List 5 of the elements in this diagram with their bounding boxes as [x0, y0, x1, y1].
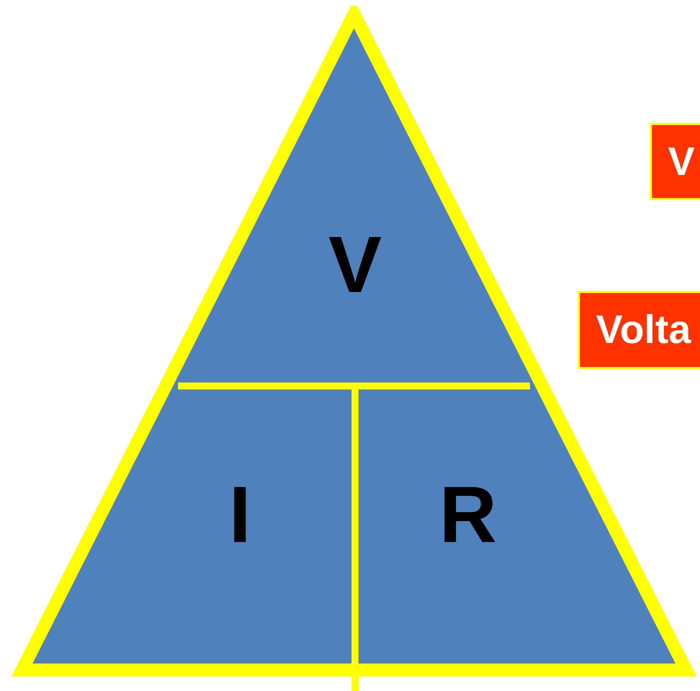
label-box: Volta: [578, 291, 700, 369]
formula-letter: V: [328, 225, 382, 305]
formula-letter: I: [228, 475, 252, 555]
formula-letter: R: [439, 475, 497, 555]
label-box: V: [650, 123, 700, 200]
